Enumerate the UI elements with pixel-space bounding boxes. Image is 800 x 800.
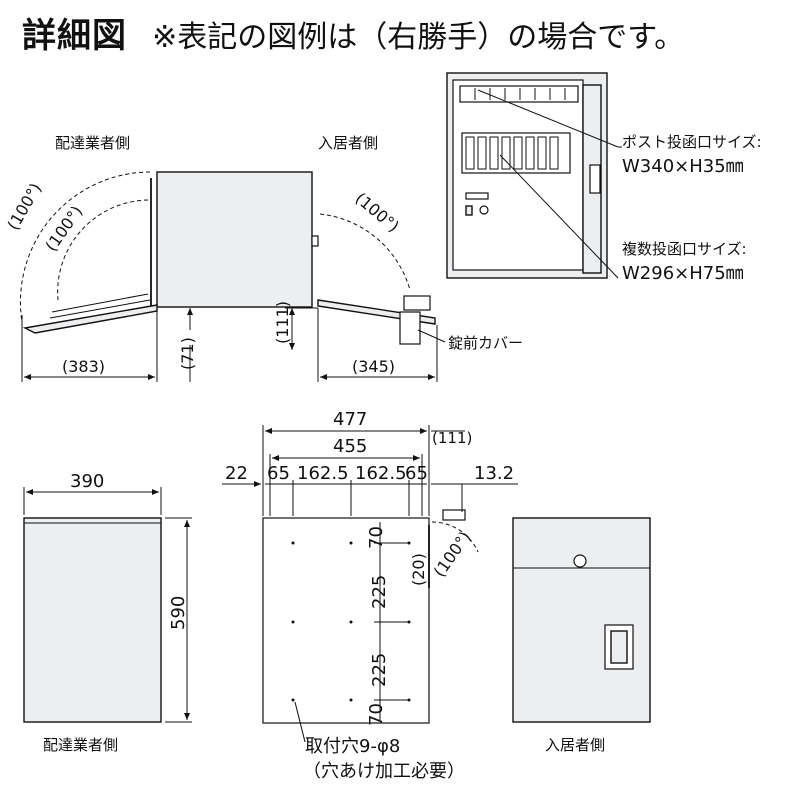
interior-handle — [589, 164, 601, 194]
resident-lock-icon — [573, 554, 587, 568]
interior-switch — [465, 205, 473, 216]
title-note: ※表記の図例は（右勝手）の場合です。 — [152, 20, 685, 55]
back-dim-455: 455 — [333, 436, 367, 457]
back-arc — [431, 521, 479, 553]
interior-slot-top-ribs — [474, 88, 566, 100]
back-lock — [442, 509, 466, 521]
side-box-body — [156, 171, 313, 308]
resident-window-inner — [610, 630, 628, 664]
slot-leader — [477, 89, 619, 148]
front-label: 配達業者側 — [43, 736, 118, 754]
interior-slot-top — [459, 85, 579, 103]
side-hinge — [311, 235, 319, 247]
side-arc-right — [319, 213, 411, 291]
side-lock-cover — [399, 311, 421, 345]
back-dim-20: (20) — [409, 553, 428, 586]
back-dim-111: (111) — [432, 429, 472, 447]
back-dim-162a: 162.5 — [297, 463, 349, 484]
interior-view: ポスト投函口サイズ: W340×H35㎜ 複数投函口サイズ: W296×H75㎜ — [446, 72, 762, 284]
side-lock — [403, 295, 431, 311]
interior-multi-slot — [461, 132, 571, 174]
front-width: 390 — [70, 471, 104, 492]
side-label-resident: 入居者側 — [318, 134, 378, 152]
front-box — [23, 517, 162, 723]
dim-111-side: (111) — [273, 301, 292, 344]
side-arc-outer — [19, 171, 151, 323]
resident-box — [512, 517, 651, 723]
back-dim-22: 22 — [225, 463, 248, 484]
holes-leader — [294, 701, 306, 743]
back-dim-70b: 70 — [366, 703, 387, 726]
dim-383: (383) — [62, 357, 105, 376]
front-height: 590 — [168, 596, 189, 630]
multi-slot-leader — [499, 154, 619, 279]
side-label-delivery: 配達業者側 — [55, 134, 130, 152]
dim-71: (71) — [178, 337, 197, 370]
front-view: 390 590 配達業者側 — [23, 471, 192, 754]
back-dim-225b: 225 — [369, 653, 390, 687]
interior-knob — [479, 205, 489, 215]
interior-multi-slot-ribs — [465, 136, 559, 170]
lock-cover-leader — [417, 329, 446, 343]
resident-label: 入居者側 — [545, 736, 605, 754]
back-dim-70a: 70 — [366, 526, 387, 549]
side-angle-outer: (100°) — [3, 180, 45, 234]
side-left-door-detail2 — [51, 293, 149, 313]
back-dim-65b: 65 — [405, 463, 428, 484]
multi-slot-label: 複数投函口サイズ: — [622, 240, 747, 258]
interior-frame — [452, 79, 584, 271]
slot-size-label: ポスト投函口サイズ: — [622, 133, 762, 151]
side-angle-inner: (100°) — [41, 202, 86, 255]
lock-cover-label: 錠前カバー — [448, 334, 523, 352]
back-dim-477: 477 — [333, 409, 367, 430]
back-dim-162b: 162.5 — [355, 463, 407, 484]
slot-size-value: W340×H35㎜ — [622, 156, 744, 177]
side-left-door-detail — [49, 299, 151, 319]
dim-345: (345) — [352, 357, 395, 376]
multi-slot-value: W296×H75㎜ — [622, 263, 744, 284]
resident-view: 入居者側 — [512, 517, 651, 754]
back-panel — [262, 517, 430, 724]
side-angle-right: (100°) — [351, 189, 402, 236]
back-dim-225a: 225 — [369, 575, 390, 609]
back-angle: (100°) — [430, 528, 475, 581]
interior-nameplate — [465, 192, 489, 200]
title-block: 詳細図 ※表記の図例は（右勝手）の場合です。 — [22, 8, 684, 57]
page-title: 詳細図 — [22, 16, 127, 56]
back-dim-65a: 65 — [267, 463, 290, 484]
back-dim-13: 13.2 — [474, 463, 514, 484]
holes-note: （穴あけ加工必要） — [303, 761, 465, 782]
side-left-door-open — [22, 304, 158, 334]
back-view: (100°) 477 (111) 455 22 65 162.5 162.5 6… — [222, 409, 518, 782]
side-view: 配達業者側 入居者側 (100°) (100°) (100°) 錠前カバー (3… — [3, 134, 523, 382]
holes-label: 取付穴9-φ8 — [305, 736, 400, 757]
